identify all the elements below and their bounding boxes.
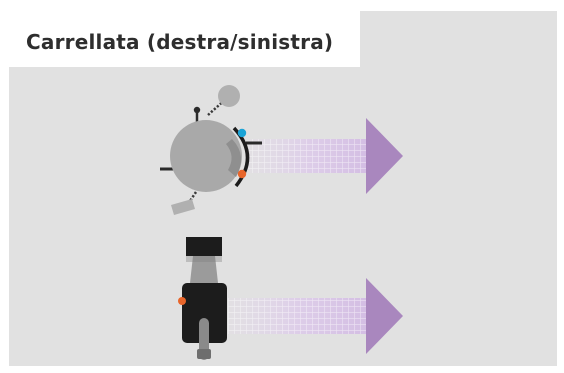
motion-arrow-icon bbox=[228, 278, 403, 354]
camera-side-view-icon bbox=[178, 237, 227, 360]
title-box bbox=[9, 11, 360, 67]
diagram-title: Carrellata (destra/sinistra) bbox=[26, 30, 334, 54]
motion-arrow-icon bbox=[248, 118, 403, 194]
camera-dolly-top-view-icon bbox=[160, 85, 262, 215]
